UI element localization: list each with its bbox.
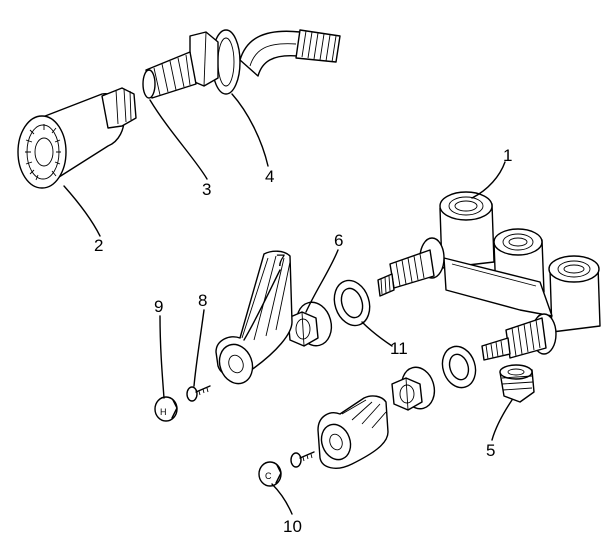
callout-6: 6 (334, 231, 343, 250)
callout-1: 1 (503, 146, 512, 165)
callout-8: 8 (198, 291, 207, 310)
callout-2: 2 (94, 236, 103, 255)
escutcheon-nut-lower (391, 366, 436, 411)
shower-arm (142, 29, 341, 99)
callout-10: 10 (283, 517, 302, 536)
washer-lower (441, 345, 477, 389)
handle-screw-upper (186, 385, 211, 402)
callout-4: 4 (265, 167, 274, 186)
index-cap-cold: C (258, 461, 282, 487)
callout-9: 9 (154, 297, 163, 316)
escutcheon-nut-upper (287, 301, 333, 347)
valve-seat (499, 364, 535, 403)
shower-head (17, 87, 137, 189)
handle-screw-lower (290, 451, 315, 468)
callout-3: 3 (202, 180, 211, 199)
valve-body (377, 191, 601, 361)
callout-11: 11 (390, 339, 408, 358)
callout-5: 5 (486, 441, 495, 460)
handle-upper (215, 250, 293, 385)
leader-lines (63, 93, 513, 515)
index-cap-hot: H (154, 396, 178, 422)
callout-labels: 1 2 3 4 5 6 7 8 9 10 11 (94, 146, 512, 536)
index-cap-hot-letter: H (160, 407, 167, 417)
handle-lower (317, 395, 389, 469)
index-cap-cold-letter: C (265, 471, 272, 481)
washer-upper (333, 279, 371, 327)
callout-7: 7 (276, 251, 285, 270)
